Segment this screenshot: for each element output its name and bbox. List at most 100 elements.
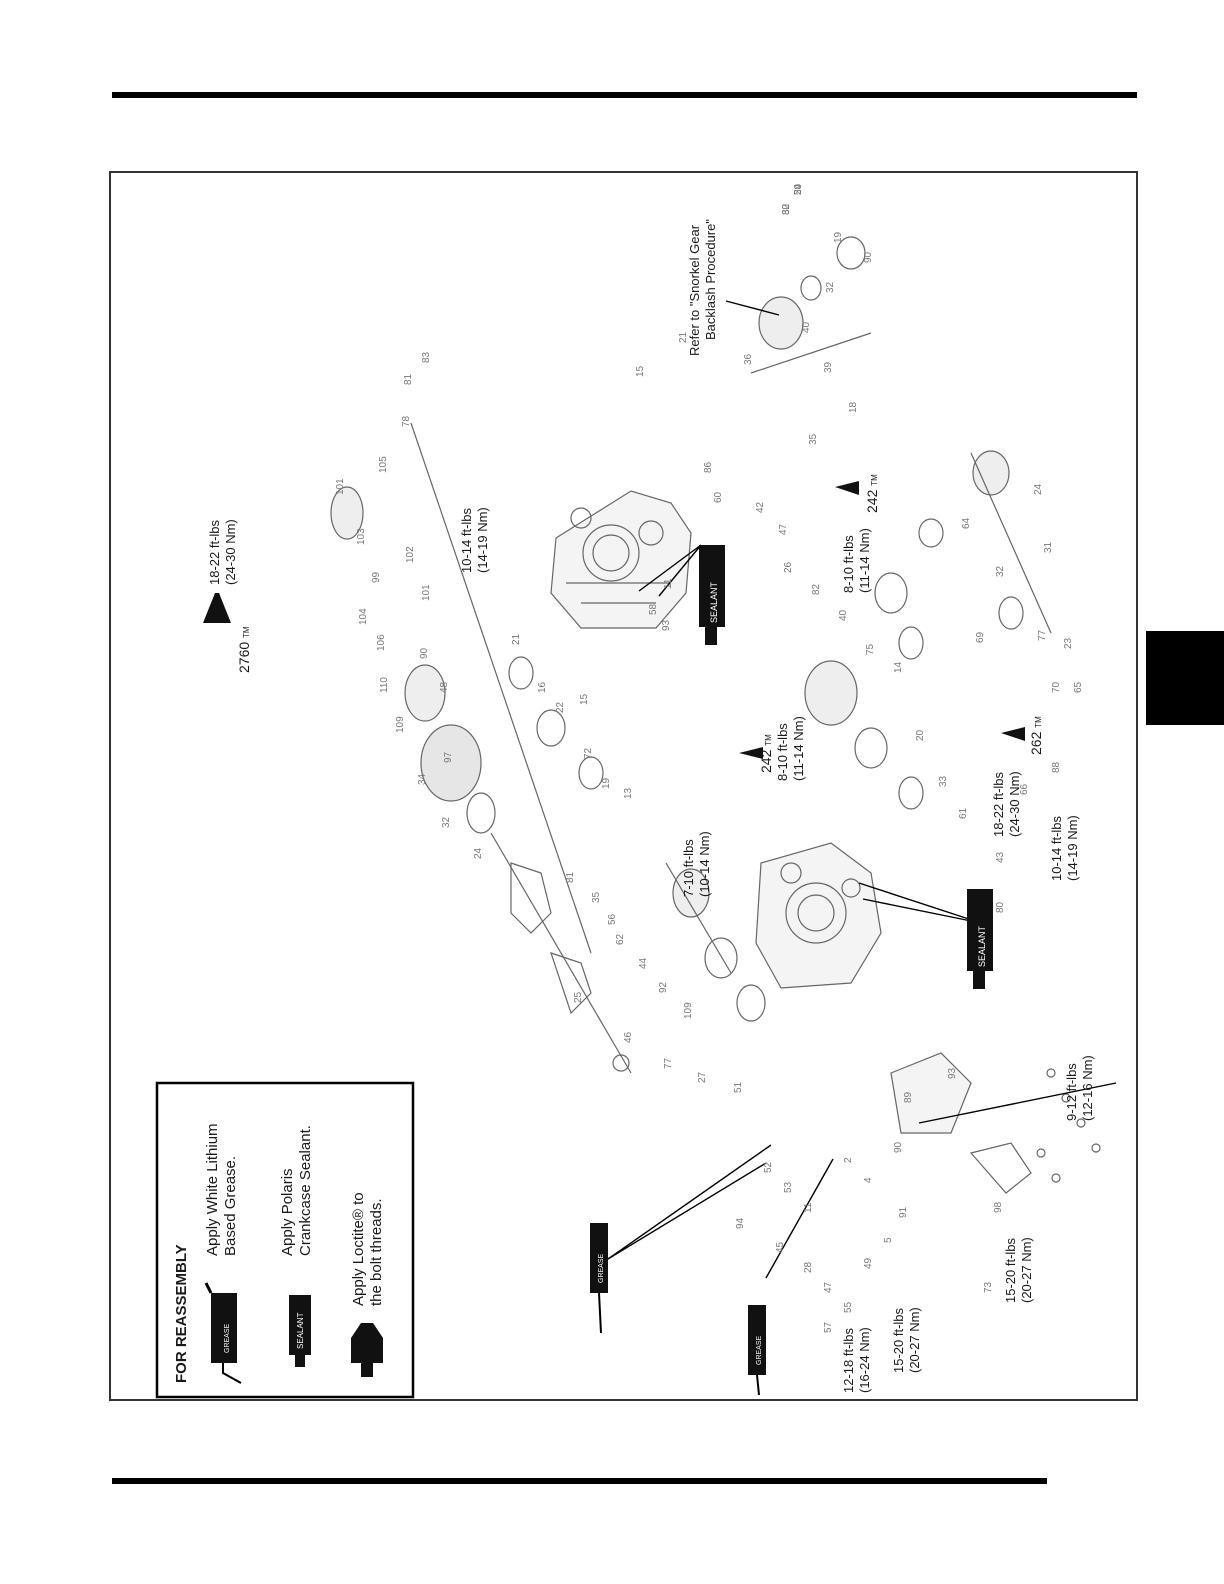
part-number-label: 21 [511, 633, 522, 645]
svg-text:(14-19 Nm): (14-19 Nm) [475, 507, 490, 573]
torque-spec-10: 15-20 ft-lbs (20-27 Nm) [891, 1307, 922, 1373]
part-number-label: 110 [379, 677, 390, 693]
part-number-label: 13 [623, 787, 634, 799]
shift-fork-assembly [490, 832, 632, 1074]
part-number-label: 40 [801, 321, 812, 333]
legend-item-1-line-2: Based Grease. [222, 1156, 239, 1256]
svg-text:(11-14 Nm): (11-14 Nm) [857, 528, 872, 593]
part-number-label: 51 [733, 1081, 744, 1093]
part-number-label: 104 [358, 608, 369, 625]
part-number-label: 105 [378, 456, 389, 473]
loctite-marker-2760: 2760 TM [203, 593, 252, 673]
part-number-label: 11 [663, 578, 674, 589]
part-number-label: 24 [473, 847, 484, 859]
part-number-label: 25 [573, 991, 584, 1003]
bearing-set [874, 518, 944, 660]
svg-text:(12-16 Nm): (12-16 Nm) [1080, 1055, 1095, 1121]
svg-text:(20-27 Nm): (20-27 Nm) [1019, 1237, 1034, 1303]
part-number-label: 40 [838, 609, 849, 621]
part-number-label: 58 [648, 603, 659, 615]
part-number-label: 24 [1033, 483, 1044, 495]
part-number-label: 26 [783, 561, 794, 573]
part-number-label: 35 [808, 433, 819, 445]
part-number-label: 31 [1043, 541, 1054, 553]
svg-text:12-18 ft-lbs: 12-18 ft-lbs [841, 1327, 856, 1393]
part-number-label: 89 [903, 1091, 914, 1103]
legend-item-3-line-2: the bolt threads. [368, 1198, 385, 1306]
svg-text:242 TM: 242 TM [864, 474, 880, 513]
svg-text:(11-14 Nm): (11-14 Nm) [791, 716, 806, 781]
svg-text:GREASE: GREASE [598, 1253, 605, 1283]
svg-text:(14-19 Nm): (14-19 Nm) [1065, 815, 1080, 881]
part-number-label: 86 [703, 461, 714, 473]
part-number-label: 60 [713, 491, 724, 503]
legend-item-3-line-1: Apply Loctite® to [350, 1192, 367, 1306]
part-number-label: 90 [893, 1141, 904, 1153]
svg-text:SEALANT: SEALANT [296, 1312, 305, 1349]
part-number-label: 93 [947, 1067, 958, 1079]
torque-spec-5: 7-10 ft-lbs (10-14 Nm) [681, 831, 712, 897]
part-number-label: 22 [555, 701, 566, 713]
part-number-label: 109 [395, 716, 406, 733]
exploded-view-diagram: FOR REASSEMBLY GREASE Apply White Lithiu… [155, 183, 1117, 1399]
part-number-label: 98 [993, 1201, 1004, 1213]
grease-tag-left: GREASE [590, 1223, 608, 1334]
svg-text:GREASE: GREASE [224, 1323, 231, 1353]
part-number-label: 34 [417, 773, 428, 785]
part-number-label: 28 [803, 1261, 814, 1273]
part-number-label: 33 [938, 775, 949, 787]
part-number-label: 80 [995, 901, 1006, 913]
legend-heading: FOR REASSEMBLY [173, 1244, 190, 1383]
part-number-label: 55 [843, 1301, 854, 1313]
grease-tag-right: GREASE [748, 1305, 766, 1396]
part-number-label: 15 [635, 365, 646, 377]
sealant-tube-icon: SEALANT [289, 1295, 311, 1367]
part-number-label: 19 [833, 231, 844, 243]
loctite-bottle-icon [351, 1323, 383, 1377]
part-number-label: 82 [811, 583, 822, 595]
part-number-label: 102 [405, 546, 416, 563]
part-number-label: 101 [335, 478, 346, 495]
part-number-label: 32 [441, 816, 452, 828]
part-number-label: 53 [783, 1181, 794, 1193]
part-number-label: 93 [661, 619, 672, 631]
part-number-label: 44 [638, 957, 649, 969]
torque-spec-11: 12-18 ft-lbs (16-24 Nm) [841, 1327, 872, 1393]
part-number-label: 49 [863, 1257, 874, 1269]
part-number-label: 106 [376, 634, 387, 651]
part-number-label: 91 [898, 1206, 909, 1218]
loctite-marker-242-b: 242 TM [835, 474, 880, 513]
part-number-label: 47 [778, 523, 789, 535]
part-number-label: 94 [735, 1217, 746, 1229]
loctite-marker-262: 262 TM [1001, 716, 1044, 755]
torque-spec-3: 8-10 ft-lbs (11-14 Nm) [775, 716, 806, 781]
part-number-label: 27 [697, 1071, 708, 1083]
part-number-label: 65 [1073, 681, 1084, 693]
part-number-label: 46 [623, 1031, 634, 1043]
svg-text:SEALANT: SEALANT [977, 925, 987, 967]
input-shaft-gears [804, 450, 1052, 810]
svg-text:9-12 ft-lbs: 9-12 ft-lbs [1064, 1063, 1079, 1121]
part-number-label: 62 [615, 933, 626, 945]
part-number-label: 42 [755, 501, 766, 513]
torque-spec-6: 18-22 ft-lbs (24-30 Nm) [991, 771, 1022, 837]
part-number-label: 39 [823, 361, 834, 373]
part-number-label: 88 [1051, 761, 1062, 773]
part-number-label: 48 [439, 681, 450, 693]
leader-lines [607, 300, 1117, 1279]
torque-spec-2: 10-14 ft-lbs (14-19 Nm) [459, 507, 490, 573]
svg-text:10-14 ft-lbs: 10-14 ft-lbs [1049, 815, 1064, 881]
lower-crankcase-housing [755, 842, 882, 989]
diagram-frame: FOR REASSEMBLY GREASE Apply White Lithiu… [109, 171, 1138, 1401]
part-number-label: 35 [591, 891, 602, 903]
svg-text:SEALANT: SEALANT [709, 581, 719, 623]
part-number-label: 81 [403, 373, 414, 385]
torque-spec-9: 15-20 ft-lbs (20-27 Nm) [1003, 1237, 1034, 1303]
torque-spec-7: 10-14 ft-lbs (14-19 Nm) [1049, 815, 1080, 881]
upper-crankcase-housing [550, 490, 692, 629]
part-number-label: 18 [848, 401, 859, 413]
part-number-label: 11 [803, 1202, 814, 1213]
legend-item-2-line-2: Crankcase Sealant. [297, 1125, 314, 1256]
part-number-label: 45 [775, 1241, 786, 1253]
part-number-label: 5 [883, 1237, 894, 1243]
